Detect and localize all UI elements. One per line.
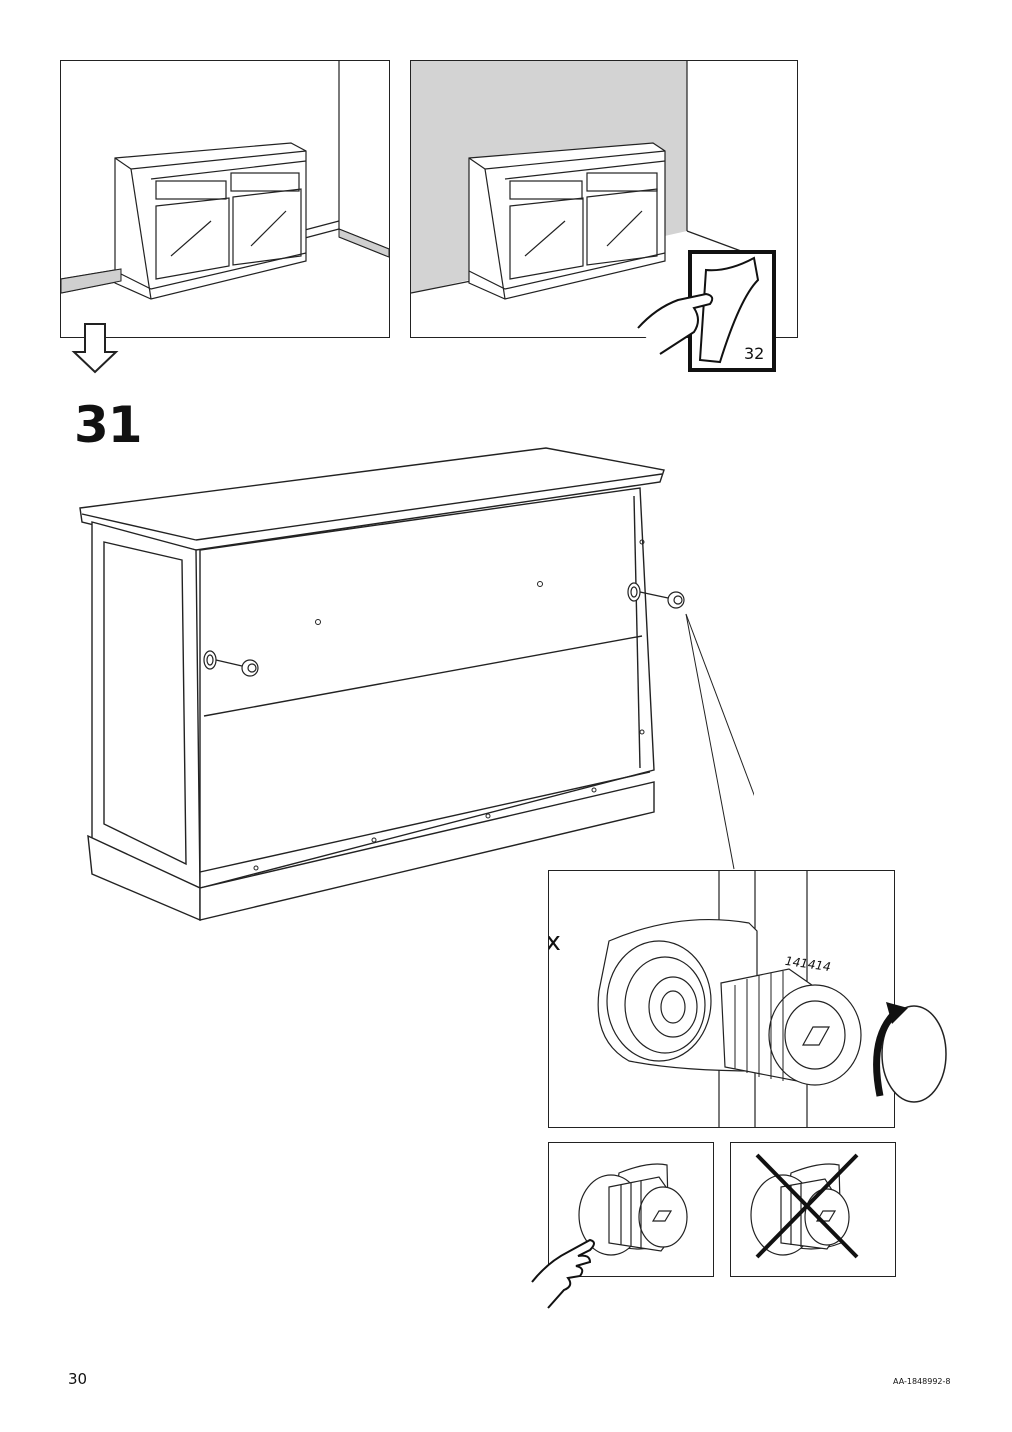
sideboard-corner-illustration (61, 61, 389, 300)
press-correct-panel (548, 1142, 714, 1277)
wall-anchor-left (203, 650, 259, 677)
wall-anchor-right (627, 582, 685, 609)
sideboard-back-illustration (79, 447, 754, 922)
document-code: AA-1848992-8 (893, 1377, 951, 1386)
quantity-label: 2x (549, 927, 561, 957)
next-page-ref: 32 (744, 344, 765, 363)
down-arrow-icon (71, 323, 119, 374)
press-incorrect-panel (730, 1142, 896, 1277)
step-number: 31 (74, 396, 143, 454)
sideboard-against-wall-illustration (411, 61, 742, 300)
hand-press-icon (531, 1238, 595, 1309)
page-turn-icon: 32 (636, 250, 778, 374)
anchor-detail-panel: 2x 141414 (548, 870, 895, 1128)
rotate-arrow-icon (873, 1002, 947, 1103)
wall-placement-panel-plain (60, 60, 390, 338)
cross-icon (755, 1153, 859, 1259)
wall-placement-panel-anchored (410, 60, 798, 338)
page-number: 30 (68, 1370, 88, 1388)
